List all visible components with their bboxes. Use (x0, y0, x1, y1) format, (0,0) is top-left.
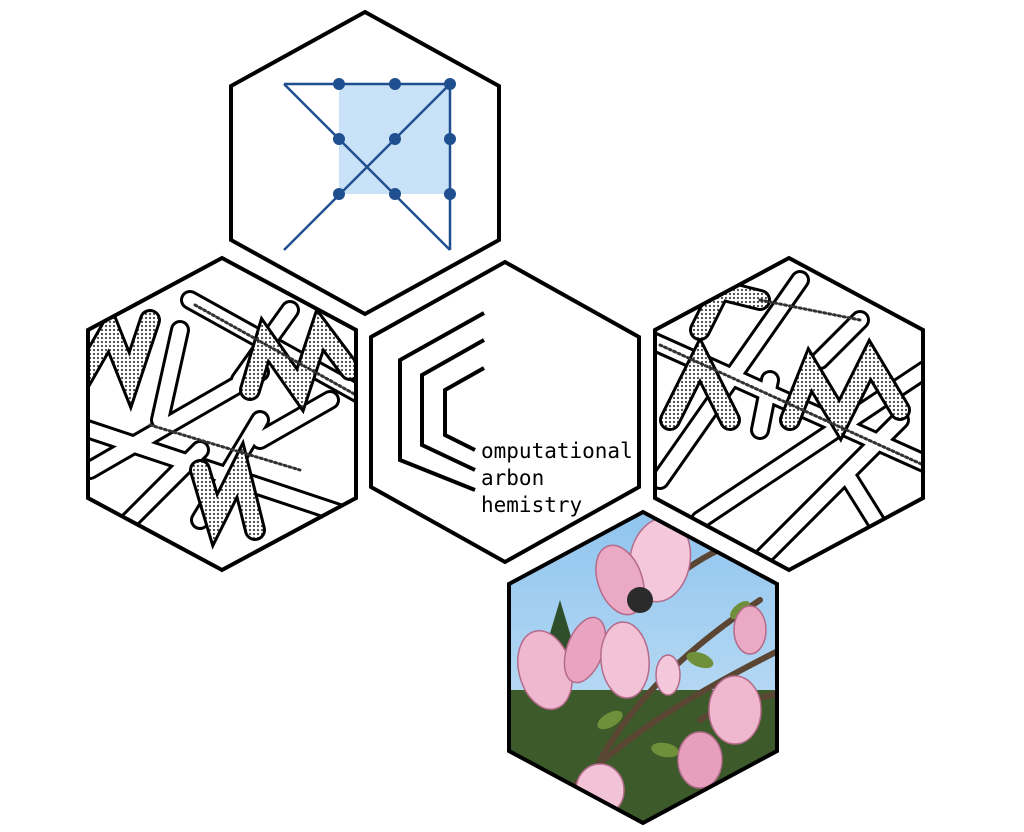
nanotube-hexagon-left (86, 255, 358, 573)
nanotube-hexagon-right (653, 255, 925, 573)
lattice-hexagon (229, 9, 501, 317)
lattice-diagram-icon (283, 78, 456, 251)
hexagon-outline (369, 259, 641, 565)
logo-hexagon: omputational arbon hemistry (369, 259, 641, 565)
magnolia-photo-icon (509, 512, 777, 823)
photo-hexagon (507, 509, 779, 826)
logo-line-carbon: arbon (481, 466, 544, 490)
logo-line-computational: omputational (481, 439, 633, 463)
hexagon-outline (86, 255, 358, 573)
logo-line-chemistry: hemistry (481, 493, 582, 517)
hexagon-outline (507, 509, 779, 826)
nanotube-network-icon (88, 290, 356, 550)
logo-bracket-icon (398, 311, 485, 492)
hexagon-outline (653, 255, 925, 573)
